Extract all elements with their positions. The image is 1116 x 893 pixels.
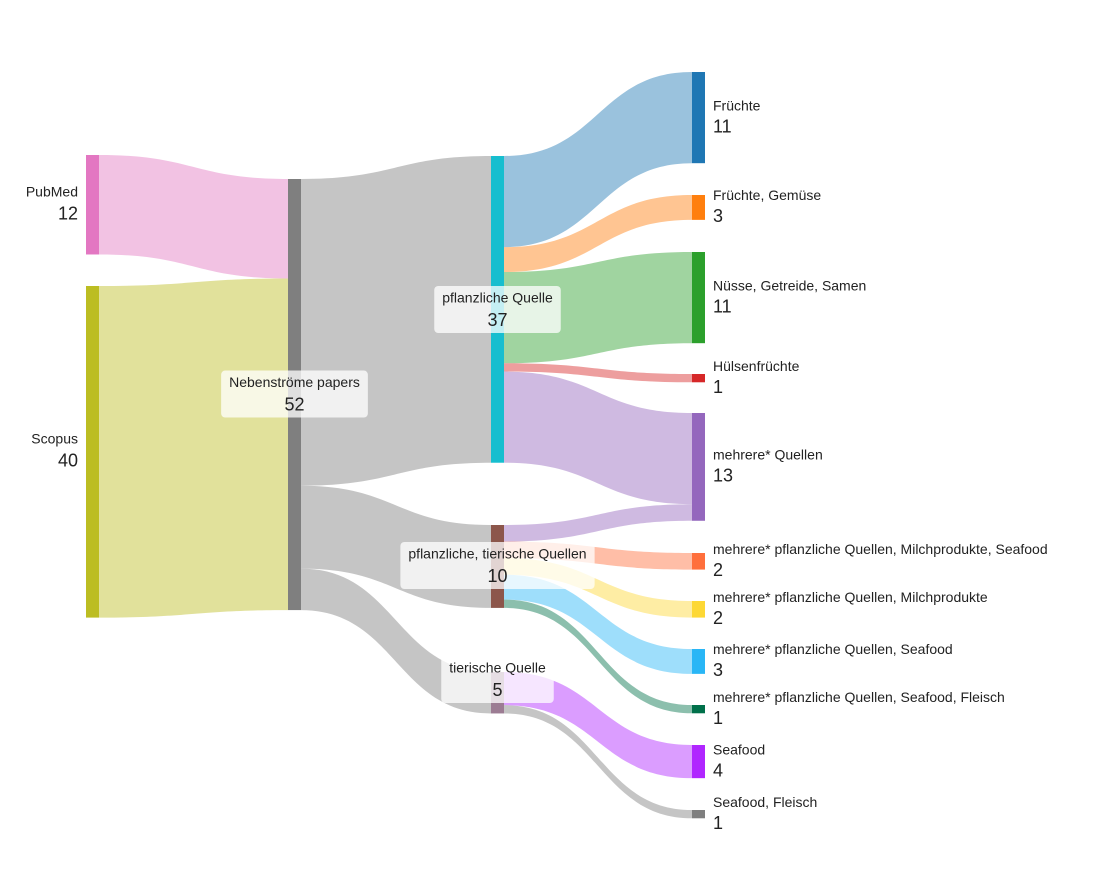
link-pq-to-nuss[interactable] [504, 252, 692, 364]
node-label-background [221, 370, 368, 418]
node-value: 4 [713, 760, 723, 780]
node-fr[interactable] [692, 72, 705, 164]
node-label: Nebenströme papers [229, 374, 360, 390]
node-pubmed[interactable] [86, 155, 99, 255]
node-value: 11 [713, 296, 732, 316]
node-label: mehrere* pflanzliche Quellen, Milchprodu… [713, 589, 988, 605]
node-label: pflanzliche, tierische Quellen [408, 546, 586, 562]
node-value: 10 [487, 566, 507, 586]
node-value: 12 [58, 203, 78, 223]
node-mpm[interactable] [692, 601, 705, 618]
node-mpsf[interactable] [692, 705, 705, 714]
node-label: tierische Quelle [449, 660, 546, 676]
node-label-background [400, 542, 595, 589]
node-value: 2 [713, 560, 723, 580]
node-label: Seafood, Fleisch [713, 794, 817, 810]
link-pq-to-mq[interactable] [504, 371, 692, 505]
node-label: Scopus [31, 431, 78, 447]
node-sea[interactable] [692, 745, 705, 779]
links-layer [99, 72, 692, 819]
node-label: mehrere* Quellen [713, 447, 823, 463]
node-value: 3 [713, 660, 723, 680]
node-label: Seafood [713, 741, 765, 757]
link-pq-to-huel[interactable] [504, 363, 692, 383]
link-ptq-to-mq[interactable] [504, 504, 692, 542]
node-value: 5 [492, 680, 502, 700]
node-value: 37 [487, 310, 507, 330]
node-mpms[interactable] [692, 553, 705, 570]
node-label: pflanzliche Quelle [442, 290, 553, 306]
node-label: Früchte [713, 97, 761, 113]
link-ptq-to-mps[interactable] [504, 574, 692, 674]
node-value: 1 [713, 708, 723, 728]
node-value: 11 [713, 116, 732, 136]
node-label: Früchte, Gemüse [713, 187, 821, 203]
link-scopus-to-neben[interactable] [99, 278, 288, 618]
node-value: 40 [58, 451, 78, 471]
node-huel[interactable] [692, 374, 705, 383]
node-label-background [441, 656, 554, 703]
node-value: 52 [284, 394, 304, 414]
link-pq-to-fr[interactable] [504, 72, 692, 248]
node-label: mehrere* pflanzliche Quellen, Seafood [713, 641, 953, 657]
link-tq-to-seaf[interactable] [504, 705, 692, 819]
node-label: Hülsenfrüchte [713, 358, 800, 374]
node-mps[interactable] [692, 649, 705, 674]
node-value: 1 [713, 377, 723, 397]
node-frg[interactable] [692, 195, 705, 220]
node-label: mehrere* pflanzliche Quellen, Seafood, F… [713, 689, 1005, 705]
node-label: Nüsse, Getreide, Samen [713, 277, 866, 293]
link-pq-to-frg[interactable] [504, 195, 692, 273]
node-nuss[interactable] [692, 252, 705, 344]
link-pubmed-to-neben[interactable] [99, 155, 288, 279]
node-label-background [434, 286, 561, 333]
node-value: 13 [713, 466, 733, 486]
node-label: mehrere* pflanzliche Quellen, Milchprodu… [713, 541, 1048, 557]
node-value: 3 [713, 206, 723, 226]
link-ptq-to-mpsf[interactable] [504, 599, 692, 714]
node-seaf[interactable] [692, 810, 705, 819]
node-label: PubMed [26, 183, 78, 199]
node-value: 1 [713, 813, 723, 833]
node-value: 2 [713, 608, 723, 628]
node-mq[interactable] [692, 413, 705, 521]
node-scopus[interactable] [86, 286, 99, 618]
